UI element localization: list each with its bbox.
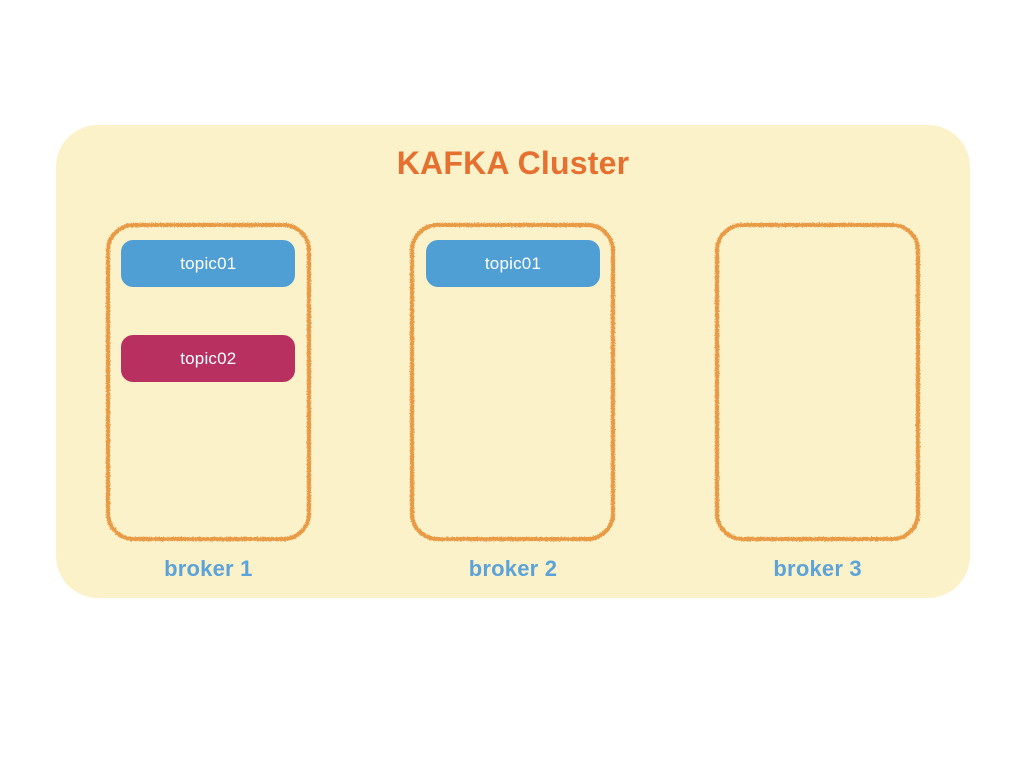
- broker-1-box: topic01 topic02: [105, 222, 312, 542]
- topic-pill[interactable]: topic02: [121, 335, 296, 382]
- broker-3: broker 3: [713, 222, 923, 582]
- broker-1-topics: topic01 topic02: [105, 222, 312, 542]
- cluster-title: KAFKA Cluster: [396, 145, 630, 181]
- topic-pill[interactable]: topic01: [121, 240, 296, 287]
- broker-3-box: [714, 222, 921, 542]
- broker-1-label: broker 1: [164, 556, 253, 581]
- broker-1: topic01 topic02 broker 1: [103, 222, 313, 582]
- broker-2-topics: topic01: [409, 222, 616, 542]
- broker-2: topic01 broker 2: [408, 222, 618, 582]
- broker-2-label: broker 2: [468, 556, 558, 581]
- broker-row: topic01 topic02 broker 1: [56, 222, 970, 582]
- broker-2-box: topic01: [409, 222, 616, 542]
- kafka-cluster-container: KAFKA Cluster topic01 topic02: [56, 125, 970, 598]
- broker-3-topics: [714, 222, 921, 542]
- topic-pill[interactable]: topic01: [425, 240, 600, 287]
- broker-3-label: broker 3: [773, 556, 862, 581]
